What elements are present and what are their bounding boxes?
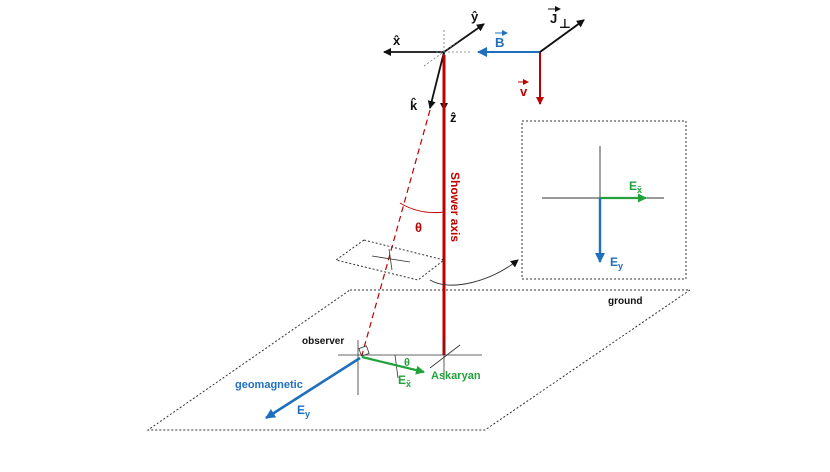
mid-air-plane	[334, 239, 446, 281]
ground-Ex-arrow	[361, 355, 425, 375]
v-label: v	[520, 84, 528, 99]
J-perp-subscript: ⊥	[559, 16, 571, 31]
J-label: J	[550, 11, 557, 26]
y-hat-label: ŷ	[471, 9, 479, 24]
right-angle-marker	[358, 345, 370, 357]
k-hat-label: k̂	[410, 98, 418, 113]
mid-plane-cross-v	[388, 248, 393, 271]
shower-axis-label: Shower axis	[448, 172, 462, 242]
ground-label: ground	[608, 296, 642, 307]
geomagnetic-label: geomagnetic	[235, 379, 303, 391]
inset-pointer-curve	[429, 259, 519, 286]
ground-Ex-label: Ex̃	[398, 373, 411, 389]
field-vectors-frame: B v J ⊥	[477, 6, 585, 105]
k-direction-dashed-line	[361, 109, 431, 356]
ground-Ey-label: Ey	[297, 403, 310, 419]
mid-plane-cross-h	[371, 255, 411, 263]
ground-diagonal-tick	[429, 344, 461, 369]
k-axis-arrow	[427, 51, 445, 109]
inset-box	[521, 120, 687, 280]
inset-Ex-label: Ex̃	[629, 179, 642, 195]
y-axis-arrow	[443, 23, 485, 53]
theta-label: θ	[415, 220, 422, 235]
askaryan-label: Askaryan	[431, 370, 481, 382]
x-hat-label: x̂	[393, 33, 401, 48]
B-label: B	[495, 35, 504, 50]
ground-plane	[146, 289, 692, 431]
z-hat-label: ẑ	[450, 110, 457, 125]
top-coordinate-frame: x̂ ŷ k̂ ẑ	[383, 9, 485, 125]
theta-ground-guide	[394, 354, 399, 379]
frame-guide-diagonal	[423, 39, 461, 67]
observer-label: observer	[302, 336, 344, 347]
J-perp-vector-arrow	[539, 19, 585, 53]
ground-theta-label: θ	[404, 357, 410, 369]
theta-arc	[399, 202, 445, 214]
inset-Ey-label: Ey	[610, 255, 623, 271]
ground-Ey-arrow	[265, 356, 361, 420]
